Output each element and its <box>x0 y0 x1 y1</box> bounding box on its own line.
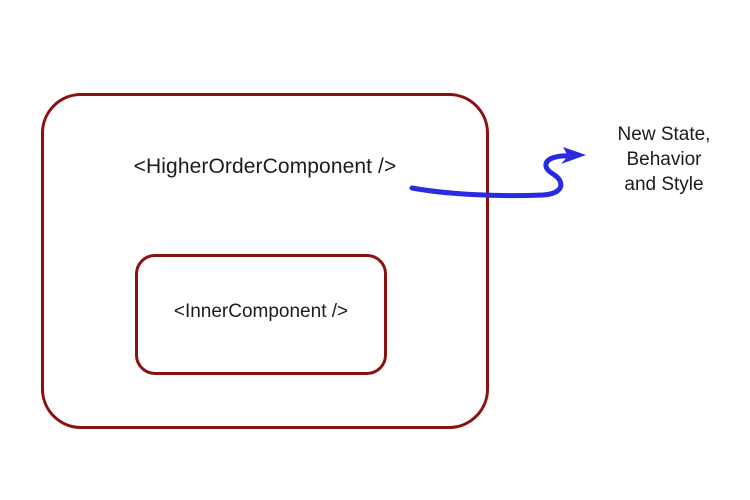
caption-line-3: and Style <box>624 174 704 195</box>
caption-line-1: New State, <box>617 124 711 145</box>
higher-order-component-label: <HigherOrderComponent /> <box>133 155 397 178</box>
caption-line-2: Behavior <box>626 149 702 170</box>
caption-text: New State, Behavior and Style <box>596 122 732 197</box>
higher-order-component-box: <HigherOrderComponent /> <InnerComponent… <box>41 93 489 429</box>
inner-component-label: <InnerComponent /> <box>173 301 349 322</box>
inner-component-box: <InnerComponent /> <box>135 254 387 375</box>
